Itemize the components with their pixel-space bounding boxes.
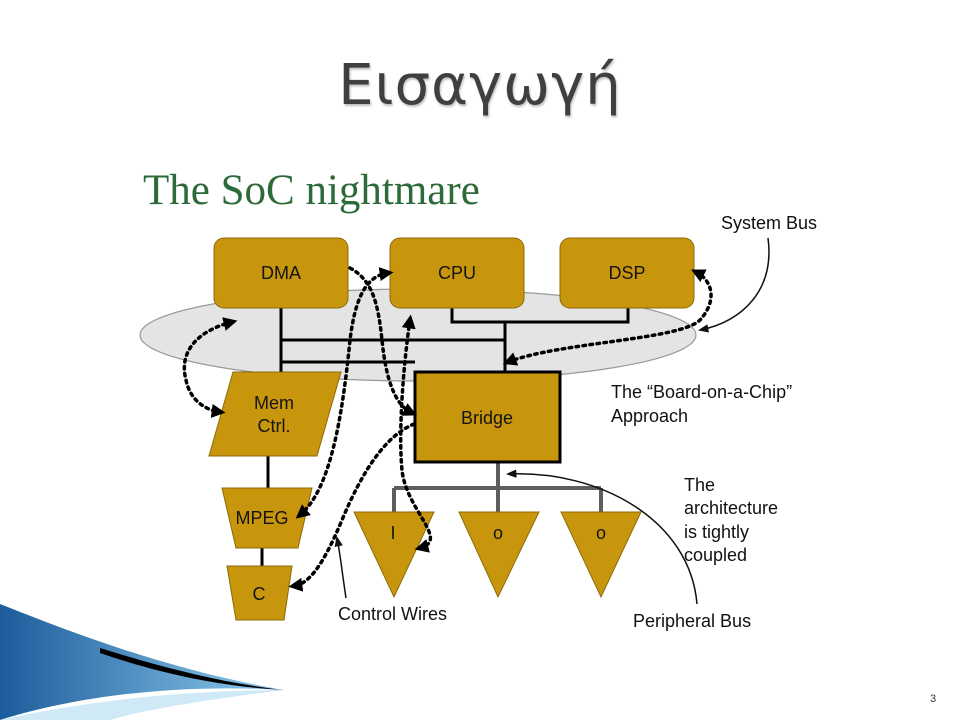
diagram-heading: The SoC nightmare — [143, 167, 480, 214]
bridge-block — [413, 370, 562, 464]
coupling-label-line3: is tightly — [684, 522, 749, 542]
mpeg-label: MPEG — [235, 508, 288, 528]
bridge-label: Bridge — [461, 408, 513, 428]
dsp-label: DSP — [608, 263, 645, 283]
annotation-pointers — [334, 237, 770, 605]
page-number: 3 — [930, 693, 936, 705]
mem-ctrl-label-line2: Ctrl. — [258, 416, 291, 436]
dma-label: DMA — [261, 263, 301, 283]
system-bus-label: System Bus — [721, 213, 817, 233]
control-wire-bridge-c — [288, 422, 416, 592]
coupling-label-line4: coupled — [684, 545, 747, 565]
control-wires-pointer — [334, 535, 347, 599]
annotations: System Bus The “Board-on-a-Chip” Approac… — [338, 213, 817, 631]
peripheral-bus-pointer — [505, 469, 698, 605]
control-wire-dma-memctrl — [182, 317, 238, 418]
control-wire-cpu-peripheral-i — [398, 314, 433, 553]
peripheral-o1-label: o — [493, 523, 503, 543]
peripheral-bus-wires — [392, 462, 603, 512]
swoosh-light-band — [0, 690, 284, 720]
coupling-label-line2: architecture — [684, 498, 778, 518]
approach-label-line1: The “Board-on-a-Chip” — [611, 382, 792, 402]
slide-title: Εισαγωγή — [338, 53, 621, 118]
approach-label-line2: Approach — [611, 406, 688, 426]
mem-ctrl-block — [208, 371, 342, 457]
control-wires — [182, 266, 713, 592]
peripheral-o2-block — [560, 511, 642, 599]
cpu-label: CPU — [438, 263, 476, 283]
c-block — [226, 565, 293, 621]
control-wire-cpu-mpeg — [295, 267, 394, 519]
coupling-label-line1: The — [684, 475, 715, 495]
control-wire-dsp-bridge — [502, 269, 713, 366]
control-wires-label: Control Wires — [338, 604, 447, 624]
c-label: C — [253, 584, 266, 604]
mpeg-block — [221, 487, 313, 549]
peripheral-o1-block — [458, 511, 540, 599]
mem-ctrl-label-line1: Mem — [254, 393, 294, 413]
decorative-swoosh — [0, 604, 284, 720]
peripheral-i-label: I — [390, 523, 395, 543]
peripheral-bus-label: Peripheral Bus — [633, 611, 751, 631]
system-bus-pointer — [697, 237, 770, 333]
peripheral-o2-label: o — [596, 523, 606, 543]
